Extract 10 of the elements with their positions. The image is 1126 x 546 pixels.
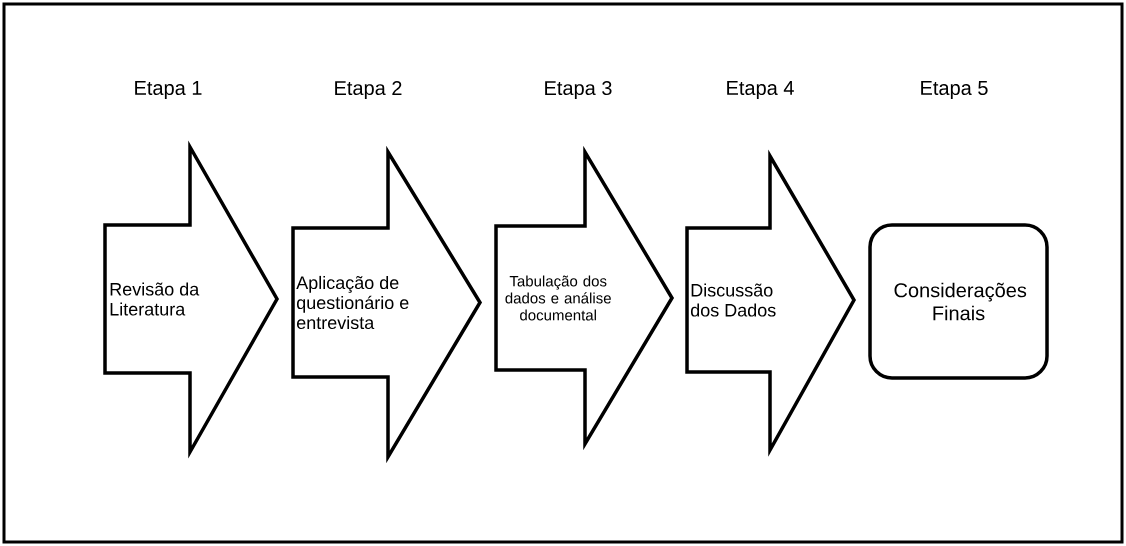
step-heading: Etapa 3 [545,80,612,100]
step-heading: Etapa 5 [921,81,988,99]
step-heading: Etapa 1 [135,81,202,99]
arrow-shaped-box: Discussão dos Dados [685,149,857,457]
step-heading: Etapa 2 [335,80,402,100]
rounded-box: Considerações Finais [868,223,1049,380]
arrow-shaped-box: Tabulação dos dados e análise documental [494,145,675,451]
arrow-shaped-box: Revisão da Literatura [103,140,280,459]
step-heading: Etapa 4 [727,81,794,99]
arrow-shaped-box: Aplicação de questionário e entrevista [291,145,483,464]
